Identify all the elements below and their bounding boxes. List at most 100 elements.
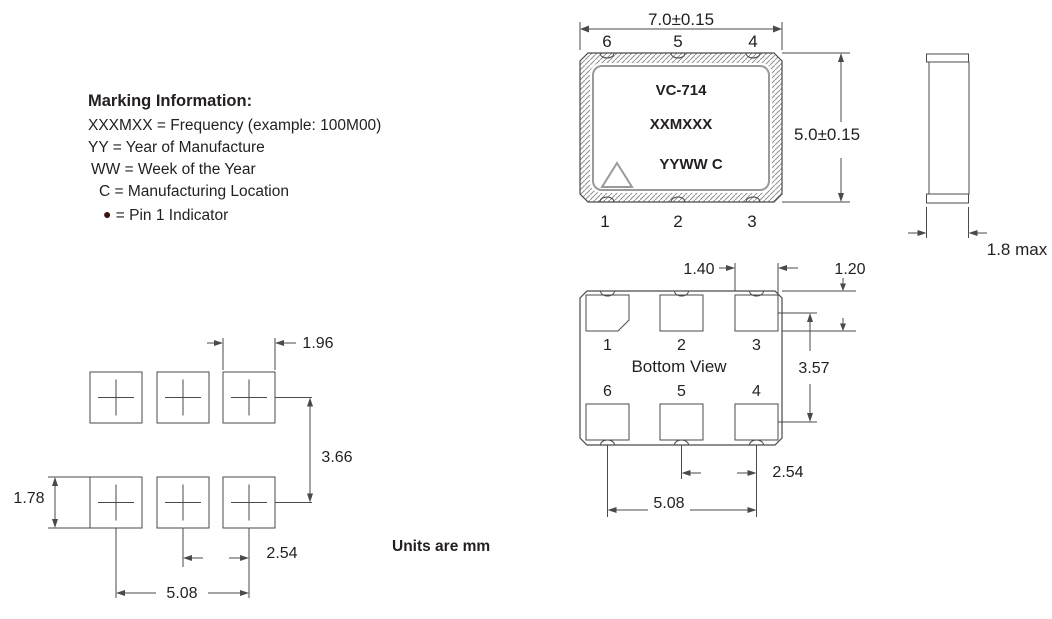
castellation-notch [669, 52, 687, 59]
castellation-notch [747, 439, 766, 446]
side-view-top-cap [926, 53, 969, 63]
land-row-pitch-dim-label: 3.66 [321, 449, 352, 466]
marking-info-title: Marking Information: [88, 92, 253, 110]
dim-arrow-down [307, 493, 313, 503]
dim-arrow-right [773, 25, 782, 33]
bottom-view-drawing: 1.40 1.20 1 2 3 Bottom View [579, 261, 866, 517]
bottom-view-pin1-label: 1 [603, 337, 612, 354]
castellation-notch [598, 439, 617, 446]
dim-arrow-down [807, 413, 813, 422]
pin1-triangle-indicator [600, 161, 634, 188]
pad-center-crosses [98, 379, 267, 521]
land-pad-height-dim-label: 1.78 [13, 490, 44, 507]
bottom-view-pin3-label: 3 [752, 337, 761, 354]
package-marking-part-number: VC-714 [656, 82, 708, 99]
land-pad-width-dimension: 1.96 [207, 335, 334, 370]
package-marking-frequency: XXMXXX [650, 116, 713, 133]
top-view-pin3-label: 3 [747, 212, 756, 231]
top-view-height-dim-label: 5.0±0.15 [794, 125, 860, 144]
land-row-span-dim-label: 5.08 [166, 585, 197, 602]
pin1-indicator-dot: ● [103, 206, 112, 222]
side-view-package-body [926, 53, 970, 204]
row-pitch-dim-label: 3.57 [798, 360, 829, 377]
row-span-dim-label: 5.08 [653, 495, 684, 512]
pin1-indicator-label: = Pin 1 Indicator [115, 207, 229, 224]
dim-arrow-down [52, 519, 58, 528]
castellation-notch [598, 196, 616, 203]
dim-arrow-left [275, 340, 284, 346]
package-lid [592, 65, 770, 191]
bottom-view-package-outline [579, 290, 783, 446]
dim-arrow-right [747, 507, 757, 513]
castellation-notch [747, 290, 766, 297]
marking-info-frequency-line: XXXMXX = Frequency (example: 100M00) [88, 117, 382, 134]
bottom-view-title: Bottom View [631, 357, 727, 376]
land-pad [89, 371, 143, 424]
side-view-bottom-cap [926, 193, 969, 204]
pin-pitch-dim-label: 2.54 [772, 464, 803, 481]
dim-arrow-left [681, 470, 691, 476]
castellation-notch [598, 290, 617, 297]
package-marking-datecode: YYWW C [659, 156, 722, 173]
dim-arrow-right [240, 555, 249, 561]
land-pin-pitch-dimension: 2.54 [115, 528, 298, 598]
pad-1 [585, 294, 630, 332]
bottom-view-pin4-label: 4 [752, 383, 761, 400]
dim-arrow-up [52, 477, 58, 486]
land-row-pitch-dimension: 3.66 [275, 397, 353, 503]
castellation-notch [672, 439, 691, 446]
bottom-view-pin6-label: 6 [603, 383, 612, 400]
marking-info-pin1-line: ● = Pin 1 Indicator [88, 203, 381, 227]
land-pin-pitch-dim-label: 2.54 [266, 545, 297, 562]
side-view-thickness-dimension: 1.8 max [908, 207, 1048, 259]
top-view-pin4-label: 4 [748, 32, 757, 51]
bottom-view-row-pitch-dimension: 3.57 [778, 312, 830, 423]
pad-height-dim-label: 1.20 [834, 261, 865, 278]
top-view-height-dimension: 5.0±0.15 [782, 52, 860, 203]
castellation-notch [669, 196, 687, 203]
marking-info-location-line: C = Manufacturing Location [99, 183, 289, 200]
bottom-view-row-span-dimension: 5.08 [607, 495, 757, 513]
dim-arrow-up [838, 53, 844, 62]
dim-arrow-right [214, 340, 223, 346]
dim-arrow-down [840, 283, 846, 291]
top-view-pin1-label: 1 [600, 212, 609, 231]
land-pad-width-dim-label: 1.96 [302, 335, 333, 352]
castellation-notch [744, 196, 762, 203]
pad-width-dim-label: 1.40 [683, 261, 714, 278]
dim-arrow-left [116, 590, 125, 596]
marking-information-block: Marking Information: XXXMXX = Frequency … [88, 90, 381, 227]
bottom-view-pin5-label: 5 [677, 383, 686, 400]
dim-arrow-left [183, 555, 192, 561]
marking-info-week-line: WW = Week of the Year [91, 161, 256, 178]
castellation-notch [598, 52, 616, 59]
dim-arrow-left [968, 230, 978, 236]
dim-arrow-right [240, 590, 249, 596]
dim-arrow-left [580, 25, 589, 33]
pad-2 [659, 294, 704, 332]
dim-arrow-down [840, 323, 846, 331]
top-view-pin2-label: 2 [673, 212, 682, 231]
castellation-notch [672, 290, 691, 297]
top-view-width-dimension: 7.0±0.15 [579, 10, 783, 50]
land-pad-height-dimension: 1.78 [13, 476, 90, 529]
dim-arrow-right [917, 230, 927, 236]
bottom-view-pad-height-dimension: 1.20 [778, 261, 866, 332]
side-view-thickness-dim-label: 1.8 max [987, 240, 1048, 259]
dim-arrow-up [307, 397, 313, 407]
dim-arrow-up [807, 313, 813, 322]
land-pattern-drawing: 1.96 3.66 1.78 2.54 [13, 335, 353, 602]
marking-info-year-line: YY = Year of Manufacture [88, 139, 265, 156]
castellation-notch [744, 52, 762, 59]
top-view-package-body: VC-714 XXMXXX YYWW C [579, 52, 783, 203]
dim-arrow-left [607, 507, 617, 513]
top-view-width-dim-label: 7.0±0.15 [648, 10, 714, 29]
side-view-drawing: 1.8 max [908, 53, 1048, 259]
dim-arrow-down [838, 193, 844, 202]
dim-arrow-left [778, 265, 787, 271]
side-view-body [928, 61, 970, 195]
top-view-pin5-label: 5 [673, 32, 682, 51]
bottom-view-pin2-label: 2 [677, 337, 686, 354]
bottom-view-pad-width-dimension: 1.40 [683, 261, 798, 295]
